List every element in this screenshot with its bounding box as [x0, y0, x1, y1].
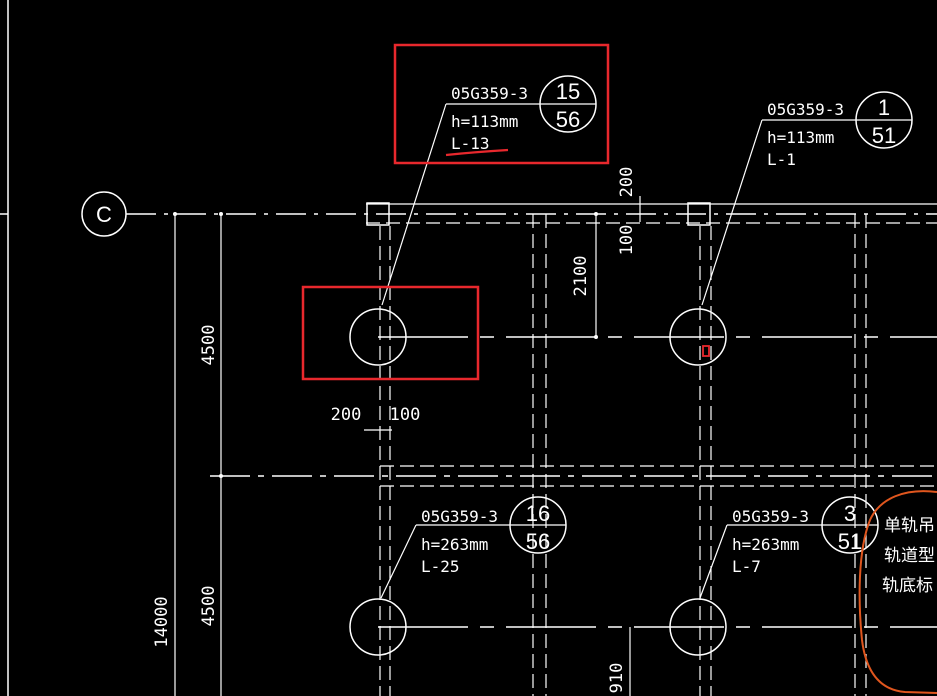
dim-200-left: 200	[331, 405, 362, 425]
rail-note: 单轨吊 轨道型 轨底标	[882, 516, 935, 596]
note-line-2: 轨道型	[884, 546, 935, 566]
callout-l25: 05G359-3 h=263mm L-25 16 56	[380, 496, 567, 599]
callout-num-bottom: 51	[838, 529, 862, 554]
callout-num-top: 1	[878, 95, 890, 120]
callout-l7: 05G359-3 h=263mm L-7 3 51	[699, 496, 879, 599]
dim-tick	[594, 212, 598, 216]
callout-num-top: 16	[526, 501, 550, 526]
highlight-box-callout	[393, 43, 610, 165]
dim-4500-lower: 4500	[199, 586, 219, 627]
callout-height: h=263mm	[421, 535, 488, 554]
beam-grid	[366, 203, 937, 696]
dim-100-top: 100	[617, 225, 637, 256]
callout-code: 05G359-3	[421, 507, 498, 526]
callout-label: L-13	[451, 134, 490, 153]
dim-910: 910	[607, 663, 627, 694]
column-square	[687, 202, 711, 226]
callout-num-bottom: 51	[872, 123, 896, 148]
red-underline	[445, 148, 509, 157]
callout-num-top: 3	[844, 501, 856, 526]
dim-tick	[219, 212, 223, 216]
callout-label: L-25	[421, 557, 460, 576]
axis-label: C	[96, 202, 112, 227]
red-marker	[702, 345, 710, 357]
dim-14000: 14000	[152, 596, 172, 647]
callout-l1: 05G359-3 h=113mm L-1 1 51	[701, 91, 913, 306]
highlight-box-hanger	[301, 285, 480, 381]
callout-num-top: 15	[556, 79, 580, 104]
dim-tick	[173, 212, 177, 216]
callout-code: 05G359-3	[732, 507, 809, 526]
callout-num-bottom: 56	[556, 107, 580, 132]
callout-label: L-1	[767, 150, 796, 169]
hanger-circle	[669, 308, 727, 366]
callout-height: h=113mm	[451, 112, 518, 131]
hanger-circle	[669, 598, 727, 656]
dim-4500-upper: 4500	[199, 325, 219, 366]
hanger-circle	[349, 598, 407, 656]
dim-tick	[219, 474, 223, 478]
callout-code: 05G359-3	[767, 100, 844, 119]
hanger-circle	[349, 308, 407, 366]
dim-200-top: 200	[617, 167, 637, 198]
callout-height: h=263mm	[732, 535, 799, 554]
dim-100-left: 100	[390, 405, 421, 425]
callout-l13: 05G359-3 h=113mm L-13 15 56	[381, 75, 597, 306]
callout-label: L-7	[732, 557, 761, 576]
callout-code: 05G359-3	[451, 84, 528, 103]
callout-height: h=113mm	[767, 128, 834, 147]
dim-tick	[594, 335, 598, 339]
orange-annotation-circle	[858, 490, 937, 694]
dim-2100: 2100	[571, 256, 591, 297]
note-line-1: 单轨吊	[884, 516, 935, 536]
callout-num-bottom: 56	[526, 529, 550, 554]
note-line-3: 轨底标	[882, 576, 933, 596]
column-square	[366, 202, 390, 226]
